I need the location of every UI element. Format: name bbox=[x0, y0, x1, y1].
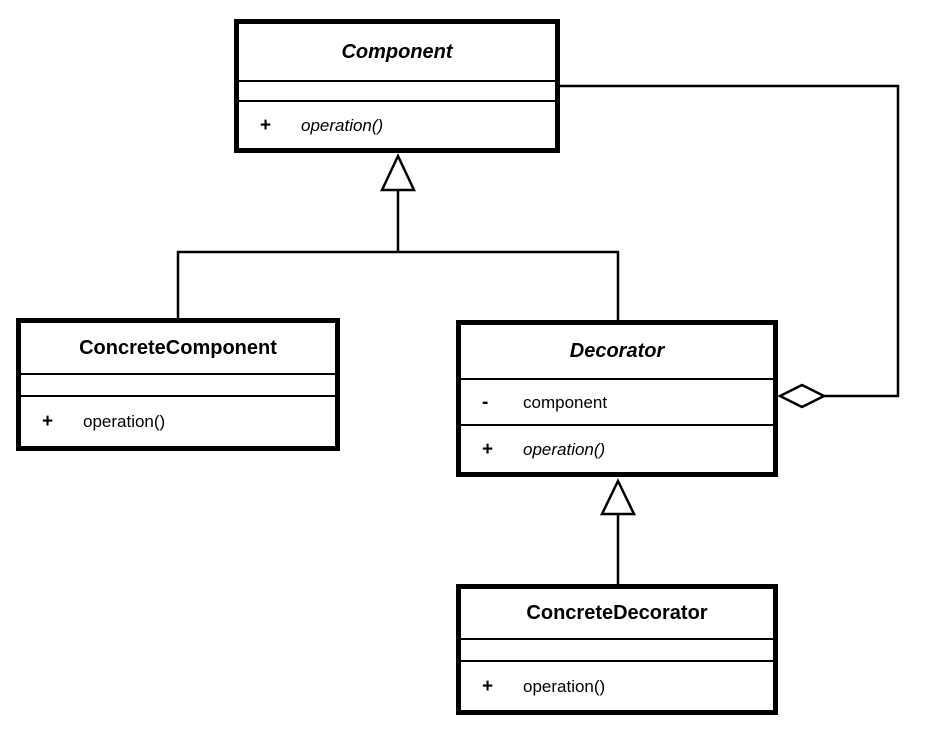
class-decorator-name: Decorator bbox=[461, 325, 773, 380]
class-component: Component + operation() bbox=[234, 19, 560, 153]
class-concrete-decorator-name: ConcreteDecorator bbox=[461, 589, 773, 640]
class-concrete-component-name: ConcreteComponent bbox=[21, 323, 335, 375]
aggregation-connector-line bbox=[560, 84, 900, 398]
inheritance-arrow-icon bbox=[380, 153, 416, 192]
class-component-attributes bbox=[239, 82, 555, 102]
class-concrete-decorator-attributes bbox=[461, 640, 773, 662]
class-concrete-component-attributes bbox=[21, 375, 335, 397]
class-concrete-decorator: ConcreteDecorator + operation() bbox=[456, 584, 778, 715]
method-name: operation() bbox=[83, 412, 166, 431]
method-name: operation() bbox=[523, 676, 606, 696]
class-concrete-component: ConcreteComponent + operation() bbox=[16, 318, 340, 451]
method-row: + operation() bbox=[239, 116, 555, 135]
visibility-symbol: + bbox=[482, 675, 494, 697]
attribute-name: component bbox=[523, 392, 608, 412]
method-row: + operation() bbox=[461, 677, 773, 696]
visibility-symbol: + bbox=[260, 114, 272, 136]
generalization-bus-line bbox=[176, 250, 620, 320]
method-row: + operation() bbox=[461, 440, 773, 459]
class-decorator: Decorator - component + operation() bbox=[456, 320, 778, 477]
inheritance-arrow-icon bbox=[600, 478, 636, 516]
method-name: operation() bbox=[523, 439, 606, 459]
class-concrete-component-methods: + operation() bbox=[21, 397, 335, 446]
class-component-methods: + operation() bbox=[239, 102, 555, 148]
visibility-symbol: + bbox=[42, 411, 54, 432]
class-decorator-methods: + operation() bbox=[461, 426, 773, 472]
method-name: operation() bbox=[301, 115, 384, 135]
visibility-symbol: + bbox=[482, 438, 494, 460]
class-component-name: Component bbox=[239, 24, 555, 82]
aggregation-diamond-icon bbox=[777, 383, 827, 409]
attribute-row: - component bbox=[461, 393, 773, 412]
class-decorator-attributes: - component bbox=[461, 380, 773, 426]
visibility-symbol: - bbox=[482, 391, 489, 413]
class-concrete-decorator-methods: + operation() bbox=[461, 662, 773, 710]
method-row: + operation() bbox=[21, 412, 335, 431]
